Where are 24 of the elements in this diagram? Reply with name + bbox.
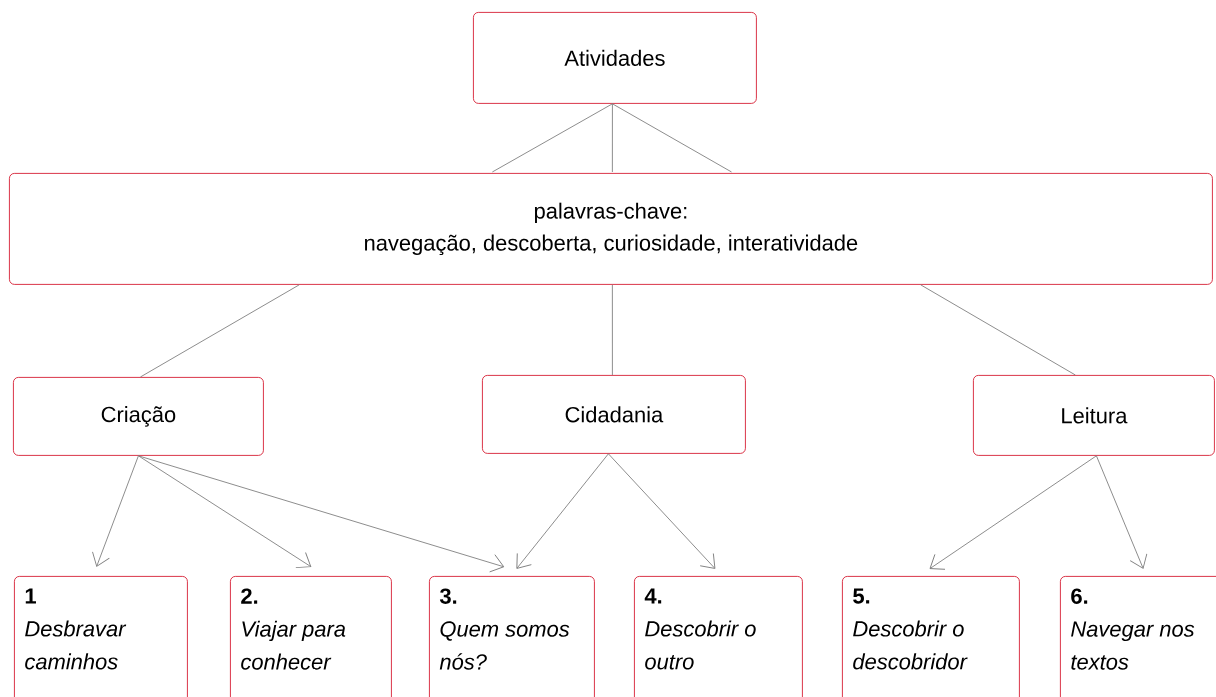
activity-box: 5. Descobrir o descobridor bbox=[842, 576, 1020, 697]
category-box: Criação bbox=[13, 377, 264, 456]
connector-line bbox=[920, 284, 1076, 376]
arrow bbox=[1095, 455, 1148, 569]
activity-box: 2. Viajar para conhecer bbox=[230, 576, 392, 697]
arrow bbox=[92, 455, 139, 567]
connector-line bbox=[139, 284, 300, 378]
activity-box: 1 Desbravar caminhos bbox=[14, 576, 188, 697]
connector-line bbox=[491, 103, 613, 173]
connector-line bbox=[611, 103, 732, 173]
activity-box: 4. Descobrir o outro bbox=[634, 576, 803, 697]
connector-line bbox=[611, 103, 613, 173]
arrow bbox=[929, 455, 1097, 570]
arrow bbox=[516, 453, 609, 569]
arrow bbox=[137, 455, 312, 569]
activity-box: 3. Quem somos nós? bbox=[429, 576, 595, 697]
activity-box: 6. Navegar nos textos bbox=[1060, 576, 1216, 697]
category-box: Leitura bbox=[973, 375, 1215, 456]
arrow bbox=[607, 453, 716, 569]
connector-line bbox=[611, 284, 613, 376]
category-box: Cidadania bbox=[482, 375, 746, 454]
keyword-box: palavras-chave: navegação, descoberta, curiosidade, interatividade bbox=[9, 173, 1213, 285]
arrow bbox=[137, 455, 505, 573]
title-box: Atividades bbox=[473, 12, 757, 104]
